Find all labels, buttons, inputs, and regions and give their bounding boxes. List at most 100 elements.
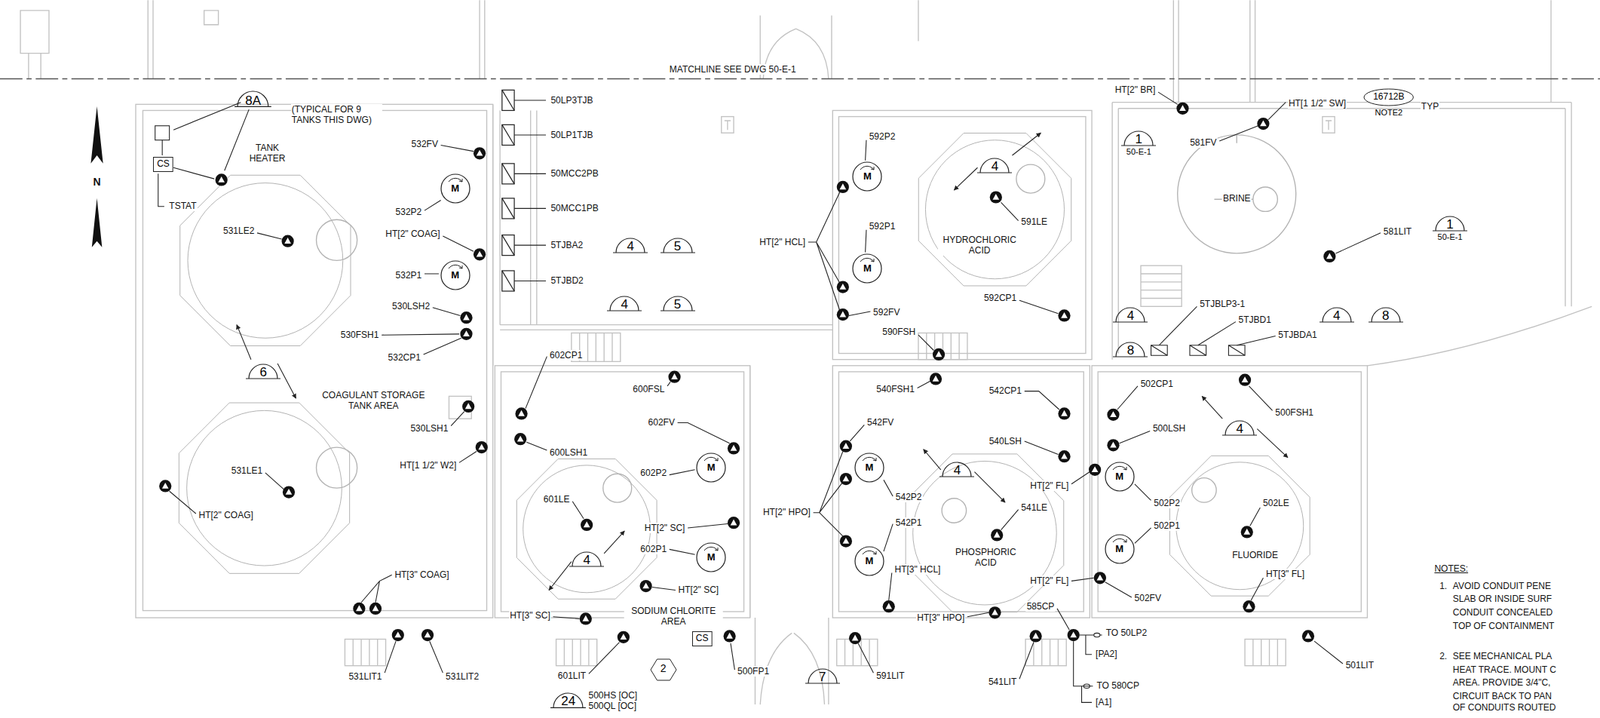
sheet-reference: 50-E-1 [1121, 147, 1156, 157]
tag-label: 542FV [866, 416, 895, 428]
callout-outline [1432, 216, 1468, 231]
rotation-arrow [1112, 538, 1127, 543]
tag-label: 581LIT [1382, 226, 1413, 237]
detail-callout: 4 [977, 150, 1012, 176]
hexagon-outline [650, 659, 677, 681]
callout-text: M [1103, 543, 1137, 555]
north-label: N [92, 176, 102, 187]
tag-label: HT[2" SC] [677, 584, 721, 595]
callout-text: M [850, 263, 884, 274]
detail-callout: 4 [606, 288, 642, 314]
note-text: AREA. PROVIDE 3/4"C, [1452, 677, 1552, 688]
callout-text: 4 [939, 463, 975, 478]
box-outline [692, 631, 712, 647]
north-arrow [90, 106, 103, 248]
callout-outline [613, 238, 648, 253]
detail-callout: 7 [805, 661, 840, 687]
tag-label: PHOSPHORIC ACID [947, 546, 1025, 568]
detail-callout: 4 [939, 454, 975, 480]
detail-callout: 8A [234, 83, 272, 110]
rotation-arrow [862, 456, 877, 461]
callout-text: CS [153, 159, 174, 169]
callout-text: 4 [606, 297, 642, 312]
tag-label: HT[3" FL] [1265, 568, 1306, 580]
detail-callout: 4 [569, 544, 604, 570]
tag-label: 591LE [1020, 216, 1049, 227]
tag-label: 530LSH1 [409, 422, 449, 434]
callout-text: 7 [805, 670, 840, 684]
matchline [0, 78, 1600, 80]
tag-label: 5TJBDA1 [1277, 329, 1318, 341]
tag-label: HT[2" SC] [643, 522, 687, 534]
note-text: SLAB OR INSIDE SURF [1452, 593, 1553, 604]
detail-callout: 4 [1112, 300, 1148, 325]
callout-text: M [438, 183, 473, 194]
tag-label: 585CP [1026, 600, 1056, 612]
callout-outline [1112, 342, 1148, 357]
tag-label: TO 50LP2 [1105, 627, 1148, 638]
tag-label: 602P1 [639, 543, 668, 555]
tag-label: TO 580CP [1095, 680, 1140, 691]
detail-callout: 8 [1368, 300, 1404, 325]
control-station-box: CS [692, 631, 713, 647]
tag-label: 500LSH [1152, 422, 1187, 434]
tag-label: 532FV [410, 138, 439, 150]
rotation-arrow [862, 551, 877, 555]
callout-text: 4 [613, 239, 648, 254]
tag-label: 5TJBD2 [549, 275, 584, 286]
pump-motor: M [694, 540, 728, 574]
rotation-arrow [448, 265, 463, 270]
callout-arrows [236, 132, 1288, 590]
tag-label: 50MCC2PB [549, 168, 599, 179]
keynote-hexagon: 2 [650, 658, 677, 681]
tag-label: 530LSH2 [391, 300, 431, 312]
tag-label: HYDROCHLORIC ACID [937, 234, 1021, 256]
callout-text: M [694, 551, 728, 563]
tag-label: 502P2 [1152, 497, 1181, 509]
callout-outline [1112, 307, 1148, 322]
callout-text: 24 [550, 694, 586, 709]
oval-outline [1363, 88, 1414, 106]
pump-motor: M [850, 251, 884, 286]
junction-boxes [502, 89, 515, 292]
callout-outline [550, 692, 586, 708]
callout-text: M [852, 462, 886, 473]
callout-outline [1121, 131, 1156, 146]
storage-tanks [178, 133, 1310, 613]
callout-text: CS [692, 633, 713, 644]
pump-motor: M [850, 159, 884, 194]
note-text: HEAT TRACE. MOUNT C [1452, 664, 1558, 675]
callout-text: 5 [660, 239, 696, 254]
tag-label: HT[2" FL] [1029, 575, 1070, 586]
pump-motor: M [438, 258, 473, 292]
tag-label: 602CP1 [548, 349, 583, 361]
tag-label: 592P1 [868, 220, 897, 232]
spec-note-oval: 16712BNOTE2 [1363, 87, 1414, 120]
section-callout: 150-E-1 [1432, 208, 1468, 244]
tag-label: 531LIT2 [444, 671, 480, 682]
tag-label: 500FP1 [736, 665, 770, 677]
callout-text: 8 [1368, 309, 1404, 323]
callout-text: 4 [977, 159, 1012, 174]
tag-label: HT[2" COAG] [384, 228, 441, 240]
tag-label: 541LIT [987, 676, 1018, 687]
tag-label: HT[3" COAG] [393, 569, 450, 580]
note-text: TOP OF CONTAINMENT [1452, 620, 1556, 632]
tag-label: 602P2 [639, 467, 668, 479]
tag-label: HT[2" COAG] [198, 509, 255, 521]
pump-motor: M [852, 544, 886, 578]
callout-outline [660, 296, 696, 311]
tag-label: [A1] [1094, 696, 1113, 708]
callout-text: 8 [1112, 343, 1148, 358]
pump-motor: M [438, 171, 473, 206]
control-station-box: CS [153, 156, 174, 172]
callout-text: 1 [1432, 217, 1468, 232]
note-text: AVOID CONDUIT PENE [1452, 580, 1552, 592]
tag-label: 502CP1 [1140, 378, 1174, 390]
tag-label: HT[3" SC] [508, 609, 552, 621]
tag-label: 50LP3TJB [549, 95, 594, 106]
tag-label: 501LIT [1345, 659, 1375, 671]
tag-label: 602FV [647, 416, 676, 428]
tag-label: 542CP1 [988, 385, 1023, 396]
tag-label: 500FSH1 [1274, 407, 1315, 418]
